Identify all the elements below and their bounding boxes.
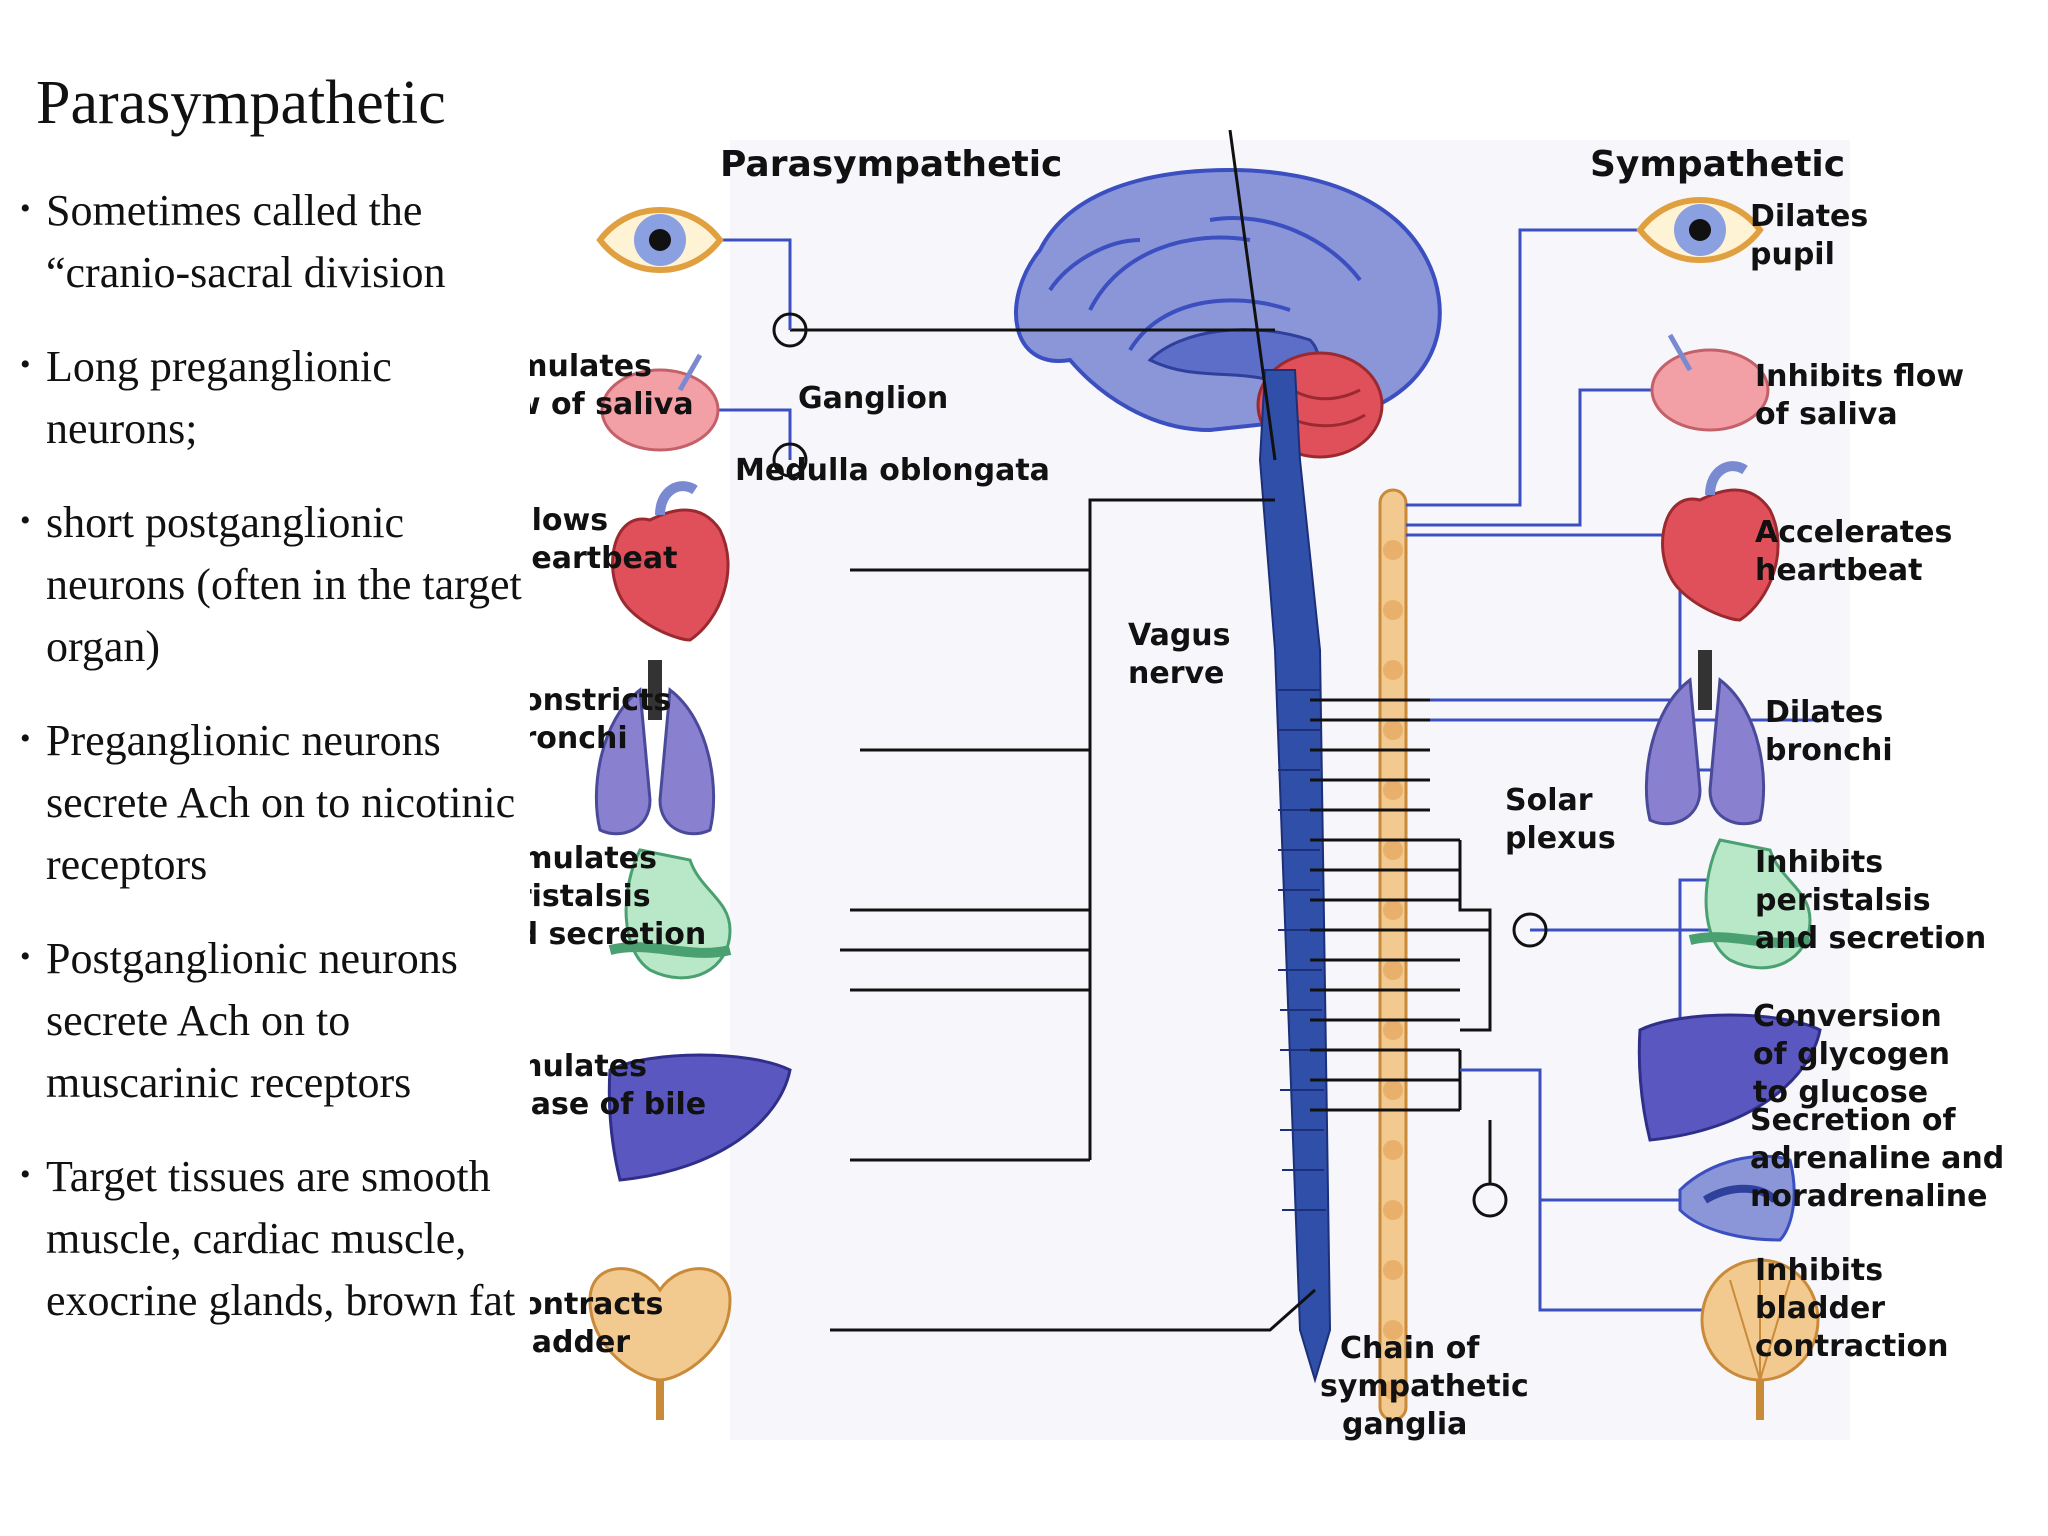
autonomic-nervous-system-diagram: Parasympathetic Sympathetic [530,130,2004,1442]
eye-icon-right [1636,197,1764,263]
parasympathetic-effect-label: Stimulatesrelease of bile [530,1049,706,1122]
ganglion-label: Ganglion [798,381,948,416]
vagus-nerve-lines [790,130,1316,1332]
parasympathetic-effect-label: Contractsbladder [530,1287,663,1360]
bullet-list: Sometimes called the “cranio-sacral divi… [20,178,540,1364]
stomach-icon-right [1688,838,1812,970]
slide-title: Parasympathetic [36,69,446,137]
sympathetic-ganglia-chain [1378,488,1408,1422]
heart-icon-left [611,481,730,642]
stomach-icon-left [608,848,732,980]
sympathetic-header: Sympathetic [1590,144,1845,185]
parasympathetic-effect-label: Stimulatesperistalsisand secretion [530,841,706,952]
bullet-item: Preganglionic neurons secrete Ach on to … [20,708,540,896]
ganglion-icon [772,312,808,348]
liver-icon-right [1637,1013,1822,1142]
lungs-icon-right [1644,650,1766,826]
sympathetic-chain-label: Chain of sympathetic ganglia [1320,1331,1539,1442]
medulla-oblongata-label: Medulla oblongata [735,453,1050,488]
bladder-icon-left [588,1267,732,1420]
lungs-icon-left [594,660,716,836]
vagus-nerve-label: Vagus nerve [1128,618,1241,691]
parasympathetic-effect-label: Constrictsbronchi [530,683,671,756]
thoracic-connections [1310,698,1492,1112]
heart-icon-right [1661,461,1780,622]
solar-plexus-label: Solar plexus [1505,783,1616,856]
salivary-gland-icon-left [600,353,720,452]
solar-plexus-ganglion-icon [1512,912,1548,948]
parasympathetic-effect-labels: Stimulatesflow of salivaSlowsheartbeatCo… [530,349,706,1360]
eye-icon-left [596,207,724,273]
spinal-segments [1278,689,1326,1211]
bullet-item: short postganglionic neurons (often in t… [20,490,540,678]
bullet-item: Long preganglionic neurons; [20,334,540,460]
bullet-item: Postganglionic neurons secrete Ach on to… [20,926,540,1114]
ganglion-icon [772,442,808,478]
parasympathetic-effect-label: Stimulatesflow of saliva [530,349,694,422]
liver-icon-left [607,1053,792,1182]
bladder-icon-right [1700,1258,1820,1420]
parasympathetic-effect-label: Slowsheartbeat [530,503,678,576]
bullet-item: Sometimes called the “cranio-sacral divi… [20,178,540,304]
salivary-gland-icon-right [1650,333,1770,432]
adrenal-gland-icon [1678,1154,1796,1242]
parasympathetic-header: Parasympathetic [720,144,1062,185]
spinal-cord-icon [1258,369,1332,1384]
bullet-item: Target tissues are smooth muscle, cardia… [20,1144,540,1332]
